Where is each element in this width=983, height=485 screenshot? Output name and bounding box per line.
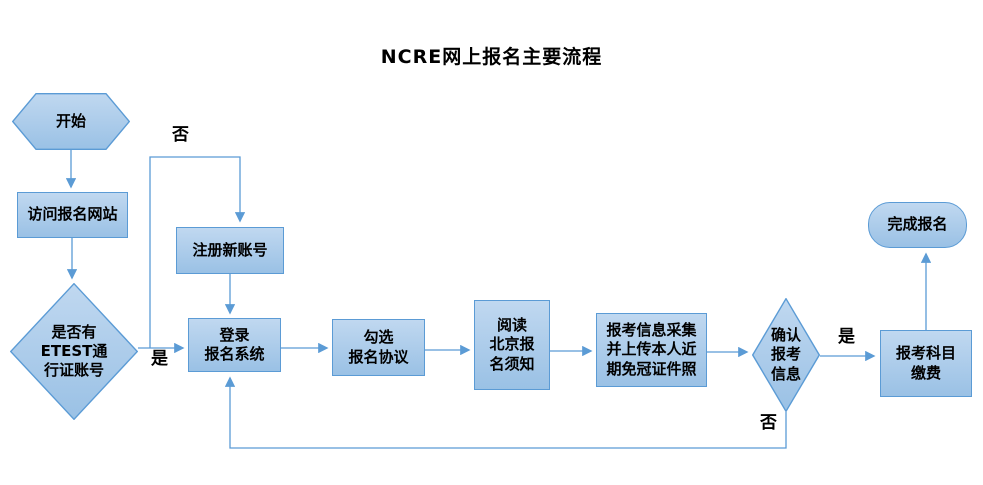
has-etest-account-label: 是否有 ETEST通 行证账号 [40,322,108,380]
visit-site-node: 访问报名网站 [17,192,128,238]
diamond-shape [752,298,820,412]
start-label: 开始 [55,111,86,130]
hexagon-shape [12,93,130,150]
branch-label-yes-right: 是 [838,327,855,347]
check-agreement-label: 勾选 报名协议 [348,328,409,366]
diamond-shape [10,283,138,420]
branch-label-no-bottom: 否 [760,413,777,433]
edge-decision-no-to-register [149,156,246,348]
login-system-node: 登录 报名系统 [188,318,281,372]
finish-node: 完成报名 [868,202,967,248]
visit-site-label: 访问报名网站 [27,205,118,224]
has-etest-account-decision: 是否有 ETEST通 行证账号 [10,283,138,420]
branch-label-yes-left: 是 [151,349,168,369]
register-account-node: 注册新账号 [176,227,284,274]
branch-label-no-top: 否 [172,125,189,145]
page-title: NCRE网上报名主要流程 [380,46,603,68]
pay-fee-label: 报考科目 缴费 [895,344,956,382]
pay-fee-node: 报考科目 缴费 [880,330,972,397]
register-account-label: 注册新账号 [192,240,268,259]
read-notice-label: 阅读 北京报 名须知 [489,316,535,373]
confirm-info-decision: 确认 报考 信息 [752,298,820,412]
start-node: 开始 [12,93,130,150]
edge-confirm-no-to-login [224,376,787,449]
collect-info-node: 报考信息采集 并上传本人近 期免冠证件照 [596,313,707,387]
confirm-info-label: 确认 报考 信息 [770,326,801,383]
collect-info-label: 报考信息采集 并上传本人近 期免冠证件照 [606,321,697,378]
finish-label: 完成报名 [887,215,948,234]
read-notice-node: 阅读 北京报 名须知 [474,300,550,390]
login-system-label: 登录 报名系统 [204,325,265,363]
check-agreement-node: 勾选 报名协议 [332,319,425,376]
